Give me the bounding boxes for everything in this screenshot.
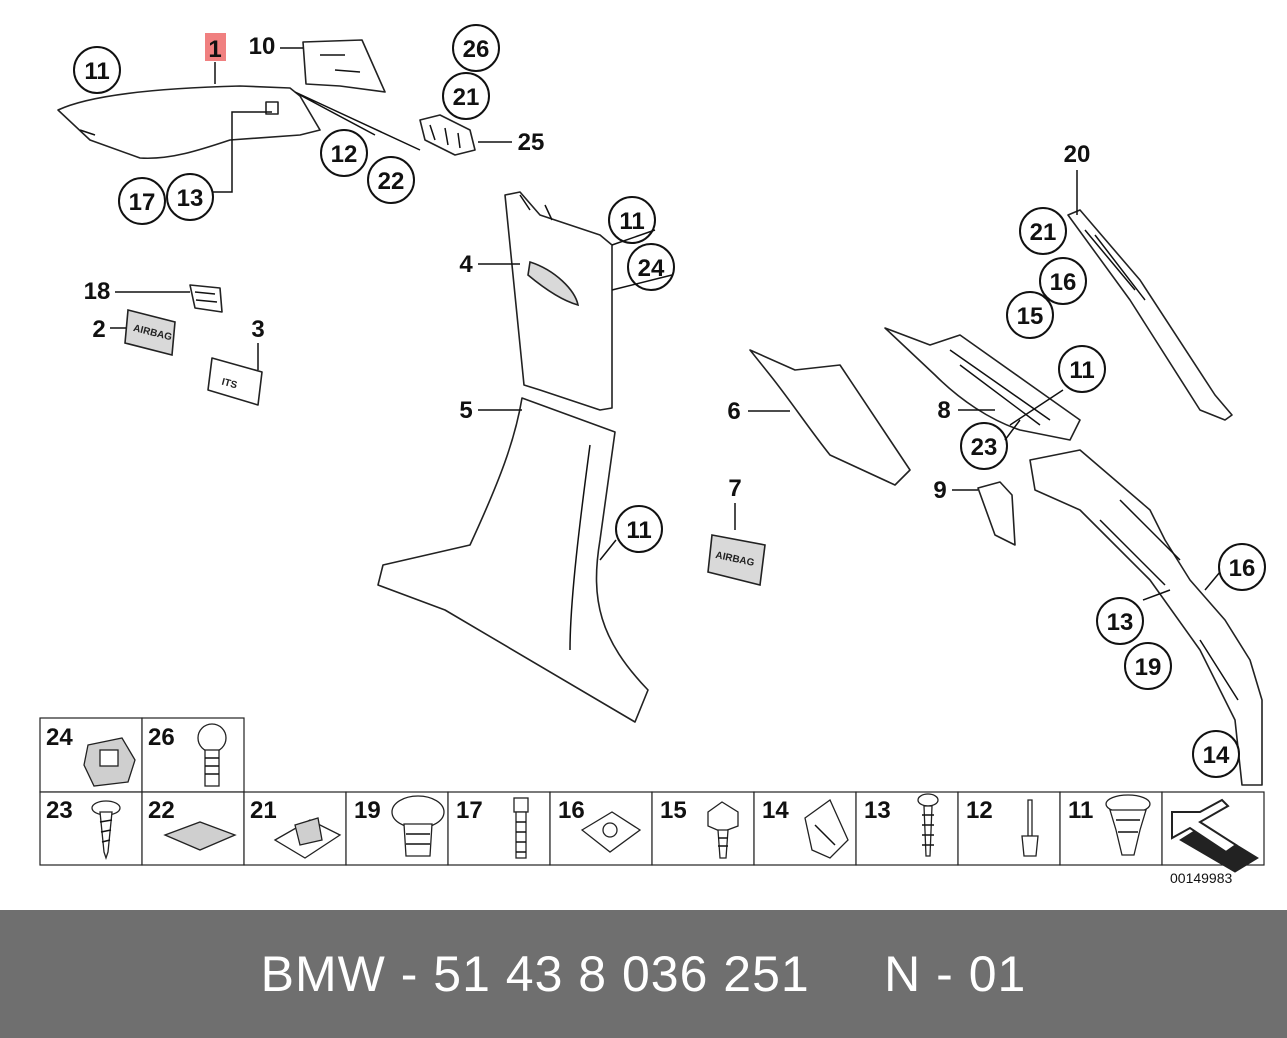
callout-17: 17 xyxy=(118,177,166,225)
label-4: 4 xyxy=(459,251,473,278)
part-25-clip xyxy=(419,114,476,156)
part-10-bracket xyxy=(302,39,386,93)
svg-text:ITS: ITS xyxy=(220,377,238,392)
svg-text:24: 24 xyxy=(46,724,73,751)
callout-11: 11 xyxy=(608,196,656,244)
part-5-lower-pillar xyxy=(377,397,649,723)
callout-13: 13 xyxy=(166,173,214,221)
part-8-trim xyxy=(884,327,1081,441)
svg-text:14: 14 xyxy=(1203,742,1230,769)
part-6-trim xyxy=(749,349,911,486)
callout-21: 21 xyxy=(442,72,490,120)
svg-text:12: 12 xyxy=(966,797,993,824)
part-7-airbag-badge: AIRBAG xyxy=(707,534,766,586)
callout-15: 15 xyxy=(1006,291,1054,339)
part-9-cover xyxy=(977,481,1016,546)
svg-text:23: 23 xyxy=(46,797,73,824)
label-8: 8 xyxy=(937,397,950,424)
callout-16: 16 xyxy=(1039,257,1087,305)
svg-text:23: 23 xyxy=(971,434,998,461)
callout-19: 19 xyxy=(1124,642,1172,690)
label-5: 5 xyxy=(459,397,472,424)
svg-text:11: 11 xyxy=(1068,797,1093,824)
callout-23: 23 xyxy=(960,422,1008,470)
svg-text:21: 21 xyxy=(1030,219,1057,246)
callout-24: 24 xyxy=(627,243,675,291)
callout-22: 22 xyxy=(367,156,415,204)
label-7: 7 xyxy=(728,475,741,502)
svg-text:15: 15 xyxy=(660,797,687,824)
callout-11: 11 xyxy=(615,505,663,553)
part-1-trim xyxy=(57,85,321,160)
svg-text:19: 19 xyxy=(354,797,381,824)
footer-bar: BMW - 51 43 8 036 251 N - 01 xyxy=(0,910,1287,1038)
svg-text:17: 17 xyxy=(129,189,156,216)
svg-text:15: 15 xyxy=(1017,303,1044,330)
label-18: 18 xyxy=(84,278,111,305)
parts-table-bottom: 23 22 21 19 17 16 15 14 13 12 11 xyxy=(39,791,1265,873)
part-20-rail xyxy=(1067,209,1233,421)
part-3-its-badge: ITS xyxy=(207,357,263,406)
svg-text:11: 11 xyxy=(619,208,644,235)
svg-text:21: 21 xyxy=(250,797,277,824)
svg-text:22: 22 xyxy=(378,168,405,195)
parts-table-top: 24 26 xyxy=(39,717,245,793)
callout-11: 11 xyxy=(1058,345,1106,393)
label-6: 6 xyxy=(727,398,740,425)
svg-text:26: 26 xyxy=(463,36,490,63)
highlight-box xyxy=(205,33,226,61)
svg-text:13: 13 xyxy=(864,797,891,824)
label-25: 25 xyxy=(518,129,545,156)
svg-text:13: 13 xyxy=(177,185,204,212)
svg-text:14: 14 xyxy=(762,797,789,824)
svg-text:13: 13 xyxy=(1107,609,1134,636)
callout-21: 21 xyxy=(1019,207,1067,255)
svg-text:11: 11 xyxy=(1069,357,1094,384)
part-number-caption: BMW - 51 43 8 036 251 N - 01 xyxy=(260,946,1027,1002)
label-20: 20 xyxy=(1064,141,1091,168)
part-18-clip xyxy=(189,284,223,313)
callout-11: 11 xyxy=(73,46,121,94)
callout-12: 12 xyxy=(320,129,368,177)
svg-text:12: 12 xyxy=(331,141,358,168)
label-1: 1 xyxy=(208,36,221,63)
callout-26: 26 xyxy=(452,24,500,72)
svg-text:21: 21 xyxy=(453,84,480,111)
svg-text:19: 19 xyxy=(1135,654,1162,681)
label-3: 3 xyxy=(251,316,264,343)
svg-text:26: 26 xyxy=(148,724,175,751)
callout-14: 14 xyxy=(1192,730,1240,778)
document-number: 00149983 xyxy=(1170,870,1233,886)
callout-13: 13 xyxy=(1096,597,1144,645)
svg-text:16: 16 xyxy=(1229,555,1256,582)
label-10: 10 xyxy=(249,33,276,60)
arrow-icon xyxy=(1171,798,1259,873)
svg-text:16: 16 xyxy=(558,797,585,824)
part-2-airbag-badge: AIRBAG xyxy=(124,308,176,357)
svg-text:11: 11 xyxy=(84,58,109,85)
part-4-upper-pillar xyxy=(504,191,613,411)
svg-text:22: 22 xyxy=(148,797,175,824)
svg-text:17: 17 xyxy=(456,797,483,824)
svg-text:11: 11 xyxy=(626,517,651,544)
svg-text:16: 16 xyxy=(1050,269,1077,296)
callout-16: 16 xyxy=(1218,543,1266,591)
label-2: 2 xyxy=(92,316,105,343)
label-9: 9 xyxy=(933,477,946,504)
parts-diagram: 1 10 25 18 AIRBAG 2 ITS 3 4 xyxy=(39,24,1266,873)
